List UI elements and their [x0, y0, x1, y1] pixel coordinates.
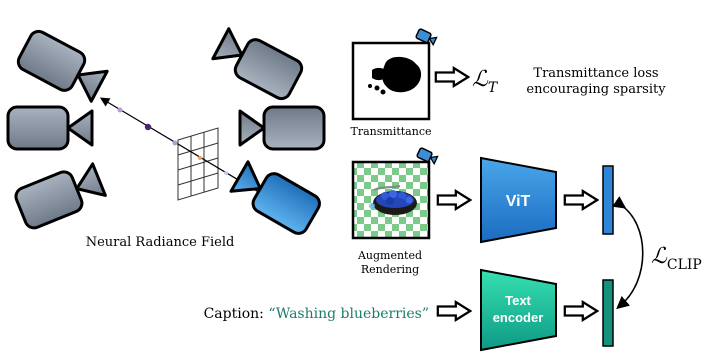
rendering-row: Augmented Rendering ViT	[351, 147, 614, 276]
ray-sample-point	[117, 107, 123, 113]
camera-icon	[238, 105, 326, 151]
transmittance-label: Transmittance	[351, 125, 432, 138]
clip-similarity-arrow	[612, 196, 644, 310]
rendering-label: Augmented	[357, 249, 422, 262]
arrow-to-vit	[436, 189, 472, 211]
rendering-label: Rendering	[361, 263, 419, 276]
ray-sample-point	[172, 140, 178, 146]
camera-icon	[11, 158, 109, 233]
clip-loss-symbol: ℒCLIP	[651, 244, 702, 273]
vit-encoder	[480, 156, 557, 244]
augmented-rendering-image	[351, 160, 431, 240]
blueberry-bowl-render	[369, 185, 417, 215]
text-row: Caption: “Washing blueberries” Text enco…	[204, 268, 614, 352]
ray-sample-point	[198, 156, 202, 160]
ray-sample-point	[224, 171, 228, 175]
camera-icon	[416, 147, 439, 166]
transmittance-loss-desc: encouraging sparsity	[526, 82, 666, 97]
camera-icon	[6, 105, 94, 151]
ray-sample-point	[144, 123, 152, 131]
arrow-to-image-embedding	[563, 189, 599, 211]
text-embedding	[602, 279, 614, 347]
camera-icon	[209, 23, 307, 104]
transmittance-loss-symbol: ℒT	[472, 67, 499, 96]
arrow-to-text-embedding	[563, 300, 599, 322]
transmittance-silhouette	[368, 56, 422, 95]
text-encoder-label: encoder	[493, 310, 544, 325]
render-camera-icon	[227, 156, 325, 239]
sample-grid	[177, 127, 219, 201]
camera-icon	[13, 26, 111, 107]
camera-icon	[415, 28, 438, 47]
image-embedding	[602, 165, 614, 235]
arrow-to-text-encoder	[436, 300, 472, 322]
caption: Caption: “Washing blueberries”	[204, 306, 429, 322]
nerf-label: Neural Radiance Field	[86, 235, 235, 250]
clip-loss: ℒCLIP	[612, 196, 702, 310]
arrow-to-transmittance-loss	[434, 66, 470, 88]
vit-label: ViT	[506, 193, 531, 210]
text-encoder-label: Text	[505, 293, 531, 308]
transmittance-loss-desc: Transmittance loss	[533, 66, 658, 81]
transmittance-row: Transmittance ℒT Transmittance loss enco…	[351, 28, 666, 138]
nerf-scene: Neural Radiance Field	[6, 23, 326, 250]
text-encoder	[480, 268, 557, 352]
